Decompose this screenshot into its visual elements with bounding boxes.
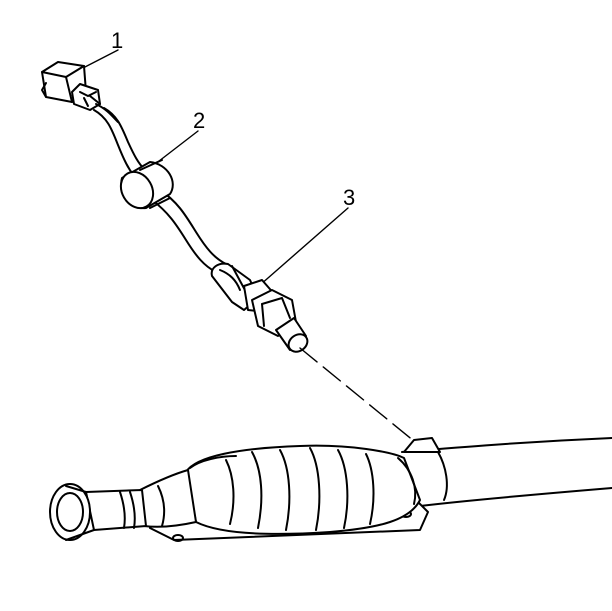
callout-leader-3 xyxy=(259,207,349,286)
electrical-connector xyxy=(41,61,101,111)
install-path-line xyxy=(299,347,421,447)
exhaust-pipe xyxy=(401,437,612,507)
callout-label-3: 3 xyxy=(343,185,355,210)
callout-label-2: 2 xyxy=(193,108,205,133)
oxygen-sensor xyxy=(210,262,309,353)
callout-label-1: 1 xyxy=(111,28,123,53)
callout-2: 2 xyxy=(149,108,205,169)
callout-3: 3 xyxy=(259,185,355,286)
callout-1: 1 xyxy=(82,28,123,69)
wiring-grommet xyxy=(119,159,174,210)
callout-leader-1 xyxy=(82,49,119,69)
wiring-harness xyxy=(93,103,227,273)
catalytic-converter xyxy=(49,444,429,542)
